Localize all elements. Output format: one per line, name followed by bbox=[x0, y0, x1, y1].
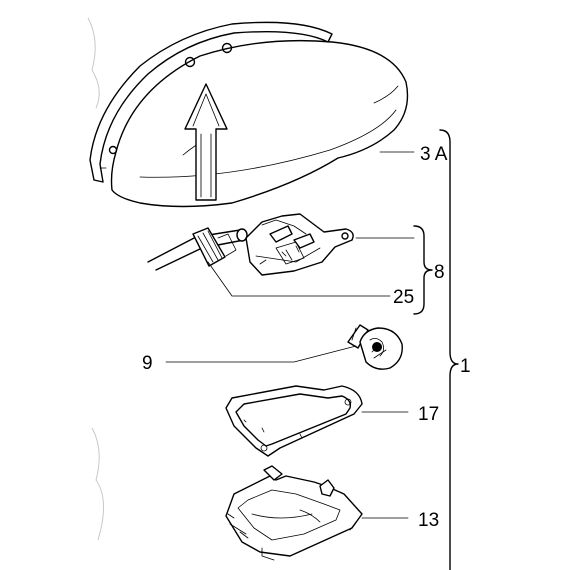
lamp-cover bbox=[89, 21, 409, 208]
label-3a: 3 A bbox=[420, 144, 448, 165]
label-9: 9 bbox=[142, 353, 153, 374]
leader-lines bbox=[165, 151, 415, 519]
label-8: 8 bbox=[434, 262, 445, 283]
part-labels: 3 A 8 25 9 1 17 13 bbox=[142, 144, 471, 531]
label-1: 1 bbox=[460, 356, 471, 377]
lamp-holder bbox=[147, 213, 354, 276]
group-brackets bbox=[413, 129, 459, 570]
gasket bbox=[225, 385, 363, 457]
label-25: 25 bbox=[393, 287, 414, 308]
scan-artifacts bbox=[87, 17, 105, 541]
label-13: 13 bbox=[418, 510, 439, 531]
lamp-housing bbox=[225, 465, 363, 561]
label-17: 17 bbox=[418, 404, 439, 425]
bulb bbox=[347, 324, 403, 370]
